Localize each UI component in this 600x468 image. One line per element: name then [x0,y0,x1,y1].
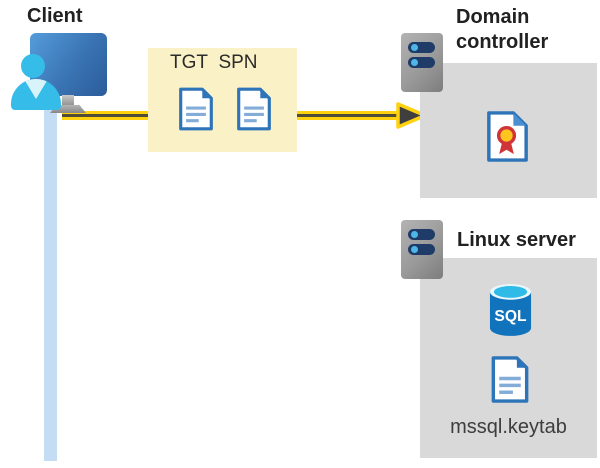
server-drive-bar [408,57,435,68]
tgt-document-icon [179,87,213,131]
domain-controller-server-icon [401,33,443,92]
server-drive-bar [408,42,435,53]
keytab-filename-label: mssql.keytab [450,416,567,438]
client-label: Client [27,5,83,27]
domain-controller-label: Domain controller [456,6,549,53]
linux-server-server-icon [401,220,443,279]
sql-database-icon: SQL [489,284,532,336]
server-drive-bar [408,244,435,255]
server-drive-led [411,246,418,253]
spn-document-icon [237,87,271,131]
server-drive-bar [408,229,435,240]
certificate-icon [487,111,528,162]
keytab-document-icon [491,356,529,403]
server-drive-led [411,59,418,66]
person-body-icon [11,79,61,110]
monitor-stand-base [50,105,86,113]
person-head-icon [21,54,45,78]
server-drive-led [411,231,418,238]
tgt-label: TGT [170,52,208,73]
server-drive-led [411,44,418,51]
monitor-stand-neck [62,95,74,106]
ticket-box [148,48,297,152]
sql-label: SQL [494,308,527,325]
person-collar [24,79,48,99]
spn-label: SPN [218,52,258,73]
client-connection-line [44,93,57,461]
linux-server-label: Linux server [457,229,576,251]
